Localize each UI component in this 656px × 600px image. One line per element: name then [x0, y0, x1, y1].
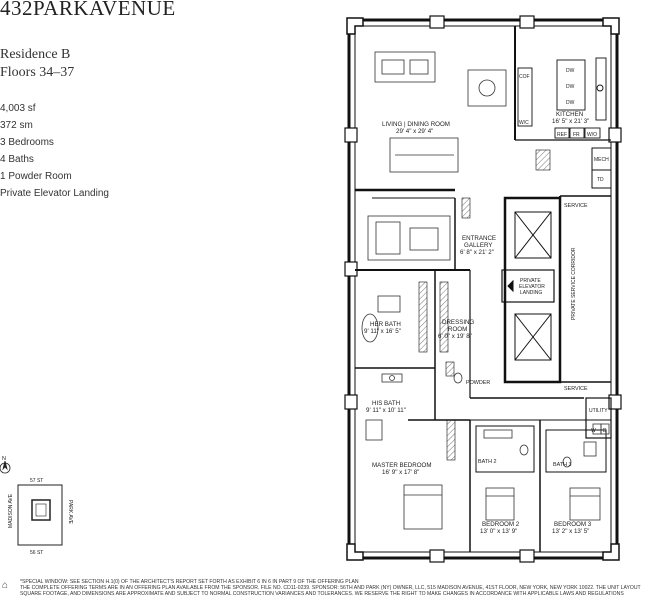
- dressing-room-label-1: DRESSING: [442, 319, 475, 326]
- dressing-room-label-2: ROOM: [448, 326, 467, 333]
- dryer-label: D: [603, 428, 607, 434]
- cof-label: COF: [519, 74, 530, 80]
- equal-housing-icon: ⌂: [2, 580, 9, 591]
- exterior-walls: [347, 18, 619, 560]
- bath-fixtures: [361, 295, 610, 468]
- disclaimer-line-2: THE COMPLETE OFFERING TERMS ARE IN AN OF…: [20, 585, 641, 591]
- service-bottom-label: SERVICE: [564, 386, 588, 392]
- specs-list: 4,003 sf 372 sm 3 Bedrooms 4 Baths 1 Pow…: [0, 100, 109, 202]
- entrance-gallery-label-1: ENTRANCE: [462, 235, 496, 242]
- top-piers: [429, 15, 535, 29]
- entrance-gallery-label-2: GALLERY: [464, 242, 492, 249]
- madison-ave: MADISON AVE: [8, 493, 14, 528]
- hatched-shafts: [418, 149, 551, 461]
- private-elevator-label-3: LANDING: [520, 290, 542, 296]
- disclaimer-line-1: *SPECIAL WINDOW: SEE SECTION H.1(0) OF T…: [20, 579, 359, 585]
- street-57: 57 ST: [30, 478, 43, 484]
- her-bath-label: HER BATH: [370, 321, 401, 328]
- dishwasher-label-1: DW: [566, 68, 575, 74]
- bedroom-3-label: BEDROOM 3: [554, 521, 592, 528]
- residence-heading: Residence B Floors 34–37: [0, 46, 74, 82]
- wo-label: W/O: [587, 132, 597, 138]
- spec-area-sf: 4,003 sf: [0, 103, 36, 114]
- service-corridor-label: PRIVATE SERVICE CORRIDOR: [571, 247, 577, 320]
- site-block: [17, 484, 63, 546]
- mech-label: MECH: [594, 157, 609, 163]
- dishwasher-label-3: DW: [566, 100, 575, 106]
- residence-name: Residence B: [0, 47, 71, 62]
- left-piers: [344, 127, 358, 410]
- elevator-cars: [501, 211, 555, 361]
- fr-label: FR: [573, 132, 580, 138]
- private-elevator-label-2: ELEVATOR: [519, 284, 545, 290]
- park-ave: PARK AVE: [67, 500, 73, 525]
- site-key: N 57 ST 56 ST MADISON AVE PARK AVE: [0, 456, 73, 556]
- kitchen-fixtures: [517, 57, 607, 139]
- dressing-room-dims: 6' 0" x 19' 8": [438, 333, 472, 340]
- master-bedroom-dims: 16' 9" x 17' 8": [382, 469, 419, 476]
- compass-north: N: [2, 456, 6, 462]
- bedroom-3-dims: 13' 2" x 13' 5": [552, 528, 589, 535]
- ref-label: REF: [557, 132, 567, 138]
- washer-label: W: [591, 428, 596, 434]
- td-label: TD: [597, 177, 604, 183]
- bedroom-2-dims: 13' 0" x 13' 9": [480, 528, 517, 535]
- bath-2-label: BATH 2: [478, 459, 496, 465]
- his-bath-dims: 9' 11" x 10' 11": [366, 407, 406, 414]
- living-room-label: LIVING | DINING ROOM: [382, 121, 450, 128]
- residence-floors: Floors 34–37: [0, 65, 75, 80]
- site-tower-inner: [35, 503, 47, 517]
- wc-label: W/C: [519, 120, 529, 126]
- spec-powder: 1 Powder Room: [0, 171, 72, 182]
- brand-wordmark: 432PARKAVENUE: [0, 0, 176, 20]
- his-bath-label: HIS BATH: [372, 400, 400, 407]
- kitchen-dims: 16' 5" x 21' 3": [552, 118, 589, 125]
- utility-label: UTILITY: [589, 408, 608, 414]
- living-room-dims: 29' 4" x 29' 4": [396, 128, 433, 135]
- service-top-label: SERVICE: [564, 203, 588, 209]
- living-furniture: [367, 51, 507, 261]
- master-bedroom-label: MASTER BEDROOM: [372, 462, 431, 469]
- spec-elevator: Private Elevator Landing: [0, 188, 109, 199]
- her-bath-dims: 9' 11" x 16' 5": [364, 328, 401, 335]
- kitchen-label: KITCHEN: [556, 111, 583, 118]
- spec-bedrooms: 3 Bedrooms: [0, 137, 54, 148]
- disclaimer-footer: *SPECIAL WINDOW: SEE SECTION H.1(0) OF T…: [20, 579, 656, 597]
- bedroom-2-label: BEDROOM 2: [482, 521, 520, 528]
- right-piers: [608, 127, 622, 410]
- private-elevator-label-1: PRIVATE: [520, 278, 541, 284]
- entrance-gallery-dims: 6' 8" x 21' 2": [460, 249, 494, 256]
- disclaimer-line-3: SQUARE FOOTAGE, AND DIMENSIONS ARE APPRO…: [20, 591, 624, 597]
- bath-3-label: BATH 3: [553, 462, 571, 468]
- site-tower: [31, 499, 51, 521]
- dishwasher-label-2: DW: [566, 84, 575, 90]
- bottom-piers: [429, 549, 535, 563]
- street-56: 56 ST: [30, 550, 43, 556]
- interior-walls: [355, 26, 612, 552]
- corner-columns: [346, 17, 620, 561]
- spec-baths: 4 Baths: [0, 154, 34, 165]
- compass-arrow-icon: [0, 460, 11, 474]
- powder-room-label: POWDER: [466, 380, 490, 386]
- beds: [403, 484, 601, 530]
- spec-area-sm: 372 sm: [0, 120, 33, 131]
